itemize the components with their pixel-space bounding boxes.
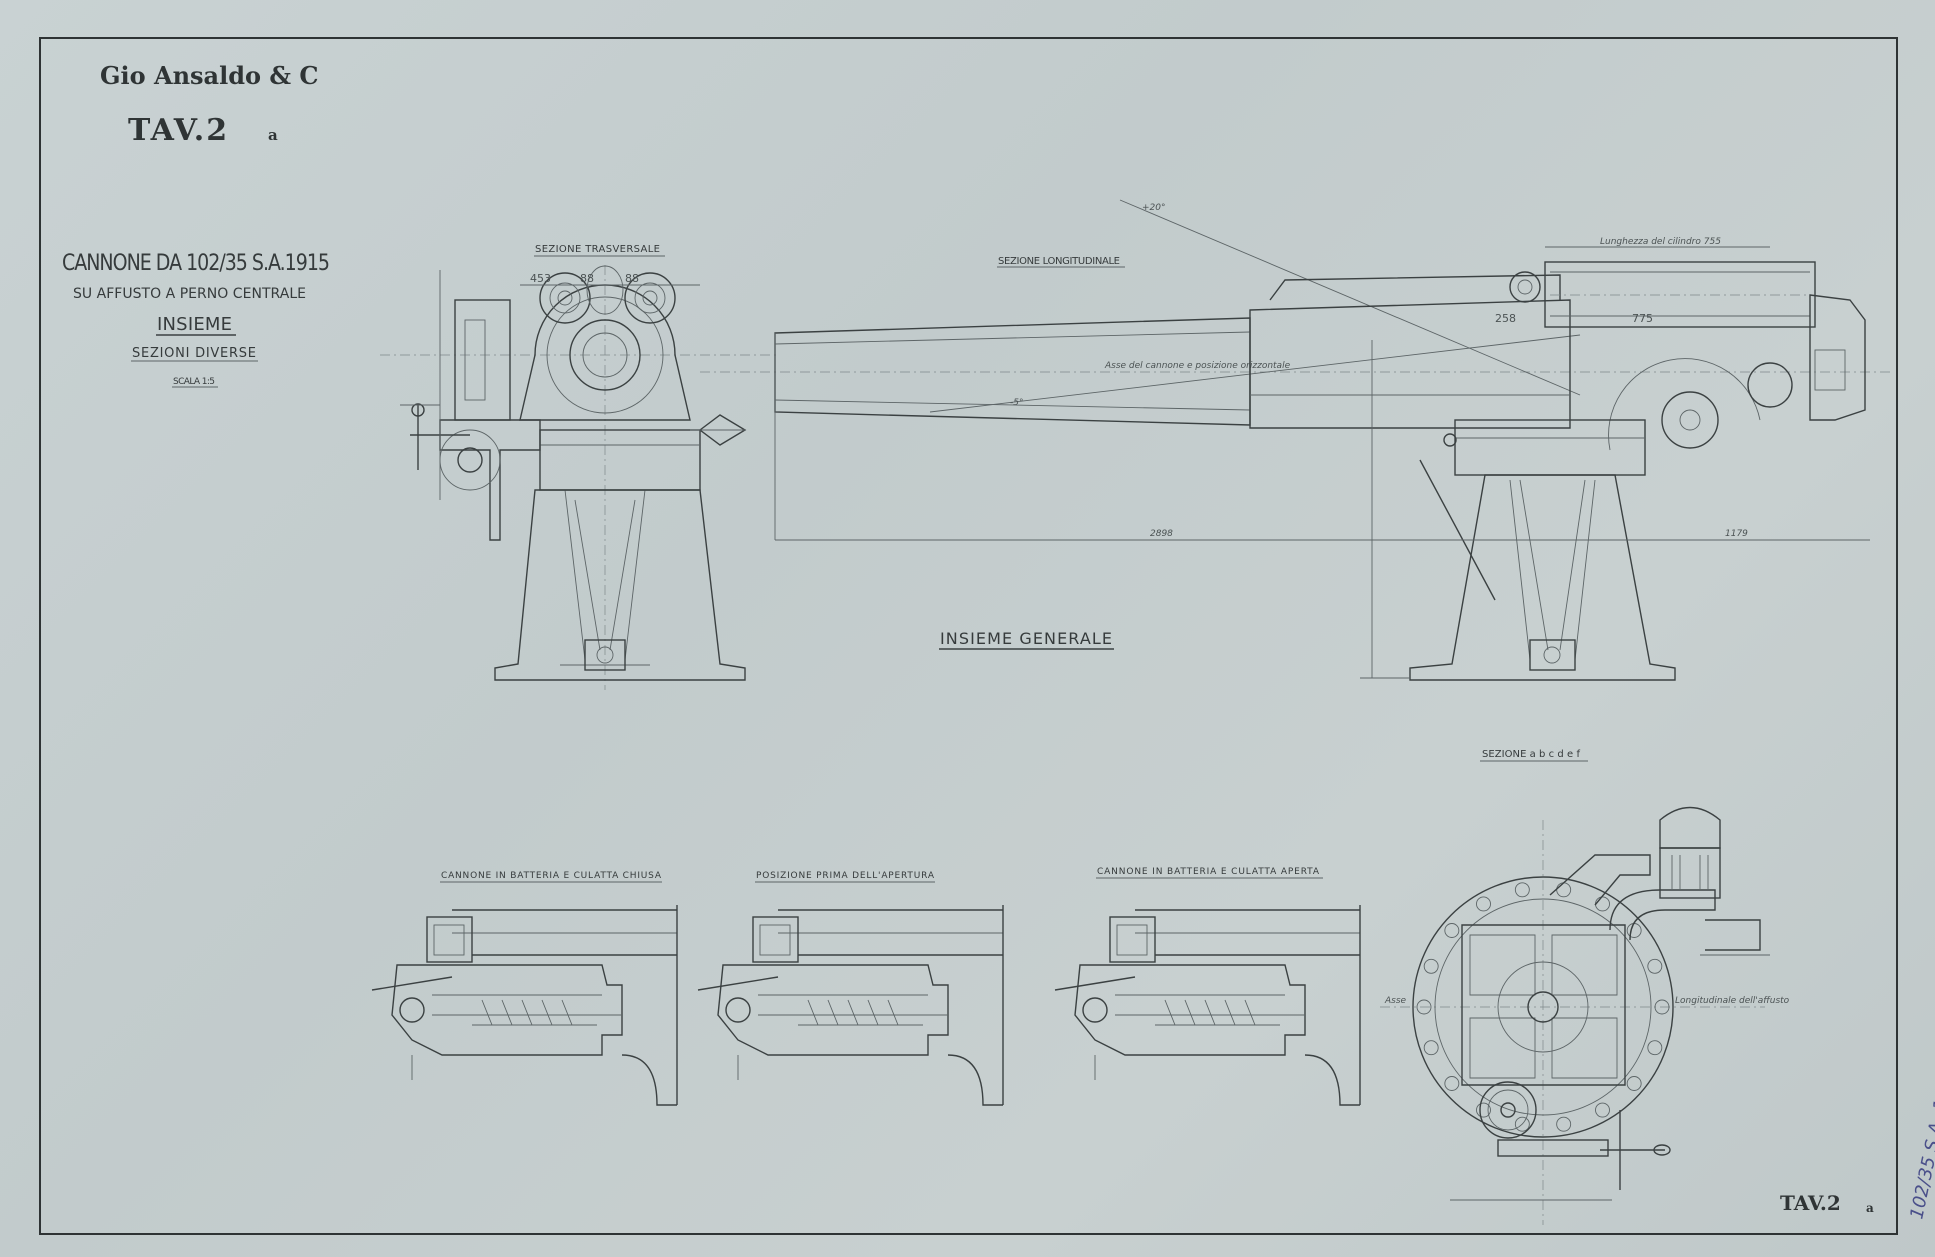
sheet-number: TAV.2 [128,113,229,148]
bolt-hole [1647,1040,1663,1056]
scale-label: SCALA 1:5 [173,377,215,387]
breech-view-closed: CANNONE IN BATTERIA E CULATTA CHIUSA [371,871,678,1106]
bolt-hole [1626,1076,1642,1091]
bolt-hole [1556,1116,1572,1132]
title-line-1: CANNONE DA 102/35 S.A.1915 [62,250,330,276]
dim-1179: 1179 [1725,529,1748,539]
company-name: Gio Ansaldo & C [100,61,319,90]
label-mount-longitudinal: Longitudinale dell'affusto [1675,996,1790,1006]
cylinder-length-label: Lunghezza del cilindro 755 [1600,237,1721,247]
bolt-hole [1647,958,1663,974]
sheet-border [39,37,1898,1235]
footer-sheet-number: TAV.2 [1780,1191,1841,1215]
label-asse: Asse [1384,996,1407,1006]
longitudinal-section-view: +20° -5° Asse del cannone e posizione or… [700,199,1890,681]
title-line-2: SU AFFUSTO A PERNO CENTRALE [73,286,306,302]
label-breech-open: CANNONE IN BATTERIA E CULATTA APERTA [1097,867,1320,877]
handwritten-note: 102/35 S.A. 15 [1906,1086,1935,1221]
label-transverse-section: SEZIONE TRASVERSALE [535,244,660,255]
bolt-hole [1514,1116,1530,1132]
bolt-hole [1416,999,1432,1015]
bolt-hole [1654,999,1670,1015]
title-line-3: INSIEME [157,314,232,335]
bolt-hole [1556,882,1572,898]
breech-view-before-opening: POSIZIONE PRIMA DELL'APERTURA [697,871,1004,1106]
label-general-assembly: INSIEME GENERALE [940,629,1112,648]
dim-88-left: 88 [580,272,594,285]
bolt-hole [1476,896,1491,912]
section-abcdef-view: SEZIONE a b c d e f Asse Longitudinale d… [1380,749,1790,1225]
dim-775: 775 [1632,312,1653,325]
label-section-abcdef: SEZIONE a b c d e f [1482,749,1580,760]
transverse-section-view: 453 88 88 [380,265,780,690]
sheet-suffix: a [268,126,278,144]
bolt-hole [1476,1102,1491,1118]
bolt-hole [1514,882,1530,898]
dim-2898: 2898 [1150,529,1173,539]
elevation-max-label: +20° [1142,203,1166,213]
elevation-min-label: -5° [1010,398,1023,408]
bolt-hole [1595,896,1610,912]
title-block: CANNONE DA 102/35 S.A.1915 SU AFFUSTO A … [62,250,330,388]
sheet-number-bottom: TAV.2 a [1780,1191,1874,1215]
bolt-hole [1444,1076,1460,1091]
label-breech-closed: CANNONE IN BATTERIA E CULATTA CHIUSA [441,871,662,881]
bore-axis-label: Asse del cannone e posizione orizzontale [1104,361,1291,371]
sheet-number-top: TAV.2 a [128,113,278,148]
dim-88-right: 88 [625,272,639,285]
bolt-hole [1595,1102,1610,1118]
dim-258: 258 [1495,312,1516,325]
label-longitudinal-section: SEZIONE LONGITUDINALE [998,256,1120,267]
footer-sheet-suffix: a [1866,1201,1874,1215]
bolt-hole [1423,958,1439,974]
bolt-hole [1444,923,1460,938]
bolt-hole [1626,923,1642,938]
title-line-4: SEZIONI DIVERSE [132,346,256,361]
label-breech-before-opening: POSIZIONE PRIMA DELL'APERTURA [756,871,935,881]
bolt-hole [1423,1040,1439,1056]
dim-453: 453 [530,272,551,285]
breech-view-open: CANNONE IN BATTERIA E CULATTA APERTA [1054,867,1361,1106]
